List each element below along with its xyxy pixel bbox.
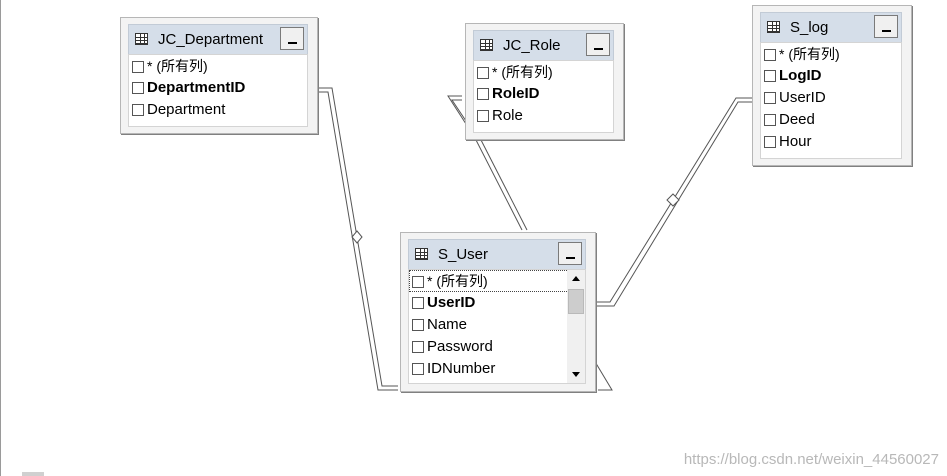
column-checkbox[interactable] <box>412 276 424 288</box>
column-list: * (所有列) UserID Name Password IDNumber <box>408 269 586 384</box>
relationship-diamond <box>666 193 680 207</box>
table-s-user[interactable]: S_User * (所有列) UserID Name Password IDNu… <box>400 232 596 392</box>
column-checkbox[interactable] <box>132 104 144 116</box>
column-checkbox[interactable] <box>132 82 144 94</box>
column-label: Password <box>427 338 493 355</box>
column-label: LogID <box>779 67 822 84</box>
table-header[interactable]: JC_Department <box>128 24 308 55</box>
column-label: UserID <box>779 89 826 106</box>
column-row[interactable]: RoleID <box>474 83 613 105</box>
table-header[interactable]: JC_Role <box>473 30 614 61</box>
column-checkbox[interactable] <box>132 61 144 73</box>
column-label: Name <box>427 316 468 333</box>
table-jc-department[interactable]: JC_Department * (所有列) DepartmentID Depar… <box>120 17 318 134</box>
table-title: JC_Role <box>503 37 561 54</box>
column-row[interactable]: * (所有列) <box>129 55 307 77</box>
table-icon <box>135 33 148 45</box>
column-checkbox[interactable] <box>477 110 489 122</box>
column-checkbox[interactable] <box>412 363 424 375</box>
watermark: https://blog.csdn.net/weixin_44560027 <box>683 451 939 468</box>
canvas-left-border <box>0 0 1 476</box>
column-label: RoleID <box>492 85 540 102</box>
column-label: * (所有列) <box>147 58 208 74</box>
column-row[interactable]: * (所有列) <box>409 270 585 292</box>
table-header[interactable]: S_User <box>408 239 586 270</box>
scroll-up-arrow-icon[interactable] <box>568 271 584 287</box>
minimize-button[interactable] <box>558 242 582 265</box>
bottom-edge-tab <box>22 472 44 476</box>
column-row[interactable]: Department <box>129 99 307 121</box>
column-row[interactable]: Role <box>474 105 613 127</box>
relationship-diamond <box>351 230 363 244</box>
table-title: JC_Department <box>158 31 264 48</box>
column-checkbox[interactable] <box>477 88 489 100</box>
column-row[interactable]: UserID <box>761 87 901 109</box>
table-icon <box>415 248 428 260</box>
column-row[interactable]: LogID <box>761 65 901 87</box>
column-label: Deed <box>779 111 815 128</box>
table-title: S_log <box>790 19 829 36</box>
table-s-log[interactable]: S_log * (所有列) LogID UserID Deed Hour <box>752 5 912 166</box>
column-list: * (所有列) LogID UserID Deed Hour <box>760 42 902 159</box>
column-label: * (所有列) <box>427 273 488 289</box>
column-checkbox[interactable] <box>412 319 424 331</box>
column-row[interactable]: IDNumber <box>409 358 585 380</box>
minimize-button[interactable] <box>874 15 898 38</box>
column-checkbox[interactable] <box>764 136 776 148</box>
table-icon <box>767 21 780 33</box>
column-checkbox[interactable] <box>764 70 776 82</box>
scroll-down-arrow-icon[interactable] <box>568 366 584 382</box>
column-checkbox[interactable] <box>764 92 776 104</box>
table-icon <box>480 39 493 51</box>
column-label: Role <box>492 107 523 124</box>
column-label: * (所有列) <box>779 46 840 62</box>
column-list: * (所有列) DepartmentID Department <box>128 54 308 127</box>
column-checkbox[interactable] <box>412 297 424 309</box>
column-label: UserID <box>427 294 476 311</box>
minimize-button[interactable] <box>280 27 304 50</box>
column-checkbox[interactable] <box>412 341 424 353</box>
column-row[interactable]: * (所有列) <box>761 43 901 65</box>
column-row[interactable]: DepartmentID <box>129 77 307 99</box>
minimize-button[interactable] <box>586 33 610 56</box>
scrollbar-thumb[interactable] <box>568 289 584 314</box>
column-checkbox[interactable] <box>764 114 776 126</box>
column-label: Department <box>147 101 226 118</box>
column-list: * (所有列) RoleID Role <box>473 60 614 133</box>
column-label: IDNumber <box>427 360 496 377</box>
column-checkbox[interactable] <box>764 49 776 61</box>
table-header[interactable]: S_log <box>760 12 902 43</box>
column-label: DepartmentID <box>147 79 246 96</box>
column-label: * (所有列) <box>492 64 553 80</box>
column-row[interactable]: * (所有列) <box>474 61 613 83</box>
column-checkbox[interactable] <box>477 67 489 79</box>
column-row[interactable]: Deed <box>761 109 901 131</box>
column-label: Hour <box>779 133 812 150</box>
column-row[interactable]: Name <box>409 314 585 336</box>
column-row[interactable]: Hour <box>761 131 901 153</box>
vertical-scrollbar[interactable] <box>567 270 585 383</box>
table-title: S_User <box>438 246 489 263</box>
column-row[interactable]: Password <box>409 336 585 358</box>
column-row[interactable]: UserID <box>409 292 585 314</box>
table-jc-role[interactable]: JC_Role * (所有列) RoleID Role <box>465 23 624 140</box>
link-role-user <box>447 95 467 125</box>
